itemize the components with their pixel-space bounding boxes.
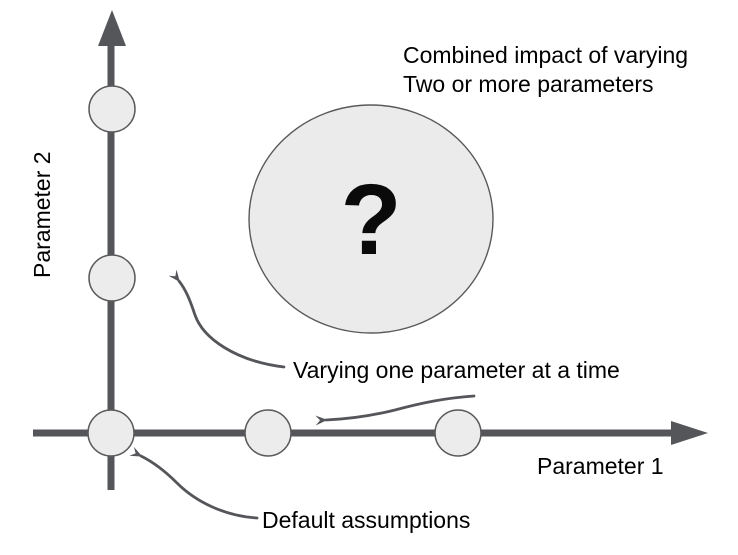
annotation-arrow-varying-y — [168, 269, 286, 369]
title-line1: Combined impact of varying — [403, 42, 688, 68]
y-axis-arrowhead-icon — [98, 10, 126, 46]
data-point-x1 — [244, 409, 292, 457]
question-mark: ? — [340, 164, 401, 276]
x-axis-label: Parameter 1 — [537, 453, 664, 479]
data-point-y1 — [88, 254, 136, 302]
combined-impact-circle — [248, 104, 494, 334]
annotation-arrow-default — [129, 446, 259, 520]
y-axis-label: Parameter 2 — [29, 151, 55, 278]
data-point-y2 — [88, 85, 136, 133]
label-varying-one-parameter: Varying one parameter at a time — [293, 357, 620, 383]
title-line2: Two or more parameters — [403, 71, 654, 97]
data-point-x2 — [434, 409, 482, 457]
x-axis-arrowhead-icon — [671, 421, 708, 445]
data-point-origin — [87, 409, 135, 457]
annotation-arrow-varying-x — [315, 394, 476, 426]
label-default-assumptions: Default assumptions — [262, 507, 470, 533]
